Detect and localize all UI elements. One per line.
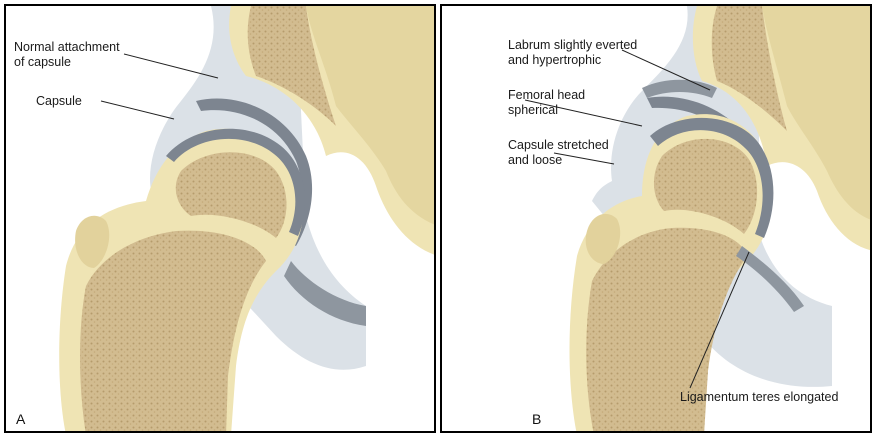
panel-b: Labrum slightly everted and hypertrophic… bbox=[440, 4, 872, 433]
panel-letter-b: B bbox=[532, 411, 541, 427]
label-normal-attachment: Normal attachment of capsule bbox=[14, 40, 120, 70]
panel-a: Normal attachment of capsule Capsule A bbox=[4, 4, 436, 433]
label-capsule: Capsule bbox=[36, 94, 82, 109]
hip-joint-illustration-b bbox=[442, 6, 872, 433]
label-labrum: Labrum slightly everted and hypertrophic bbox=[508, 38, 637, 68]
label-ligamentum: Ligamentum teres elongated bbox=[680, 390, 838, 405]
hip-joint-illustration-a bbox=[6, 6, 436, 433]
label-femoral-head: Femoral head spherical bbox=[508, 88, 585, 118]
label-capsule-stretched: Capsule stretched and loose bbox=[508, 138, 609, 168]
panel-letter-a: A bbox=[16, 411, 25, 427]
leader-line-attachment bbox=[124, 54, 218, 78]
leader-line-capsule bbox=[101, 101, 174, 119]
